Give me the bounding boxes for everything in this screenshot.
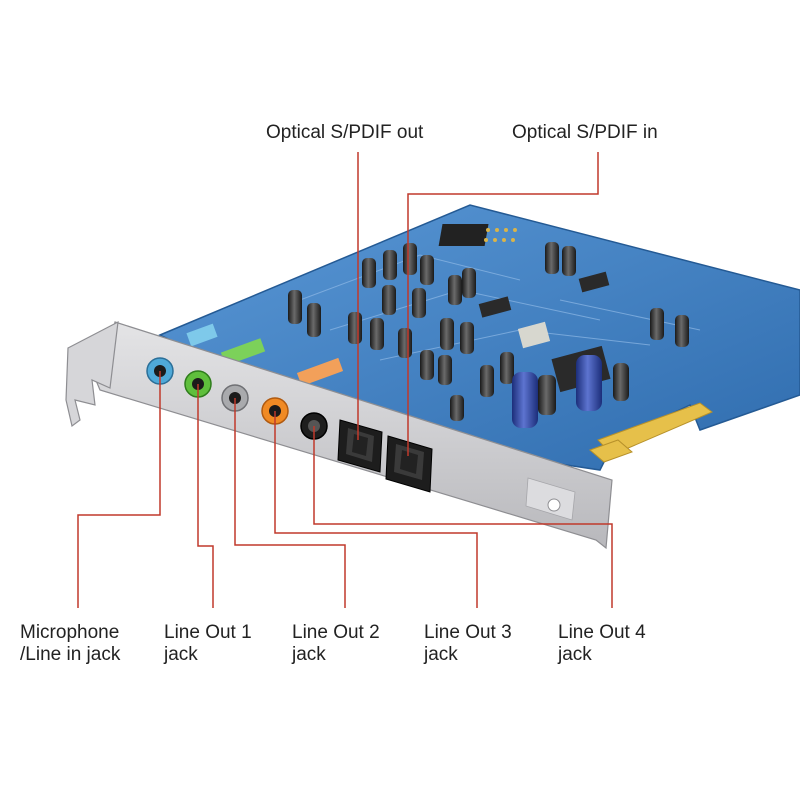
label-line-out-3-line1: Line Out 3 <box>424 622 512 643</box>
label-line-out-1-line1: Line Out 1 <box>164 622 252 643</box>
label-line-out-4-line2: jack <box>558 644 592 665</box>
leader-out4 <box>313 426 613 608</box>
label-line-out-2-line1: Line Out 2 <box>292 622 380 643</box>
label-optical-spdif-in-text: Optical S/PDIF in <box>512 122 658 143</box>
label-optical-spdif-out-text: Optical S/PDIF out <box>266 122 424 143</box>
leader-out2 <box>234 398 346 608</box>
leader-out3 <box>274 411 478 608</box>
label-line-out-3: Line Out 3 jack <box>424 622 512 666</box>
label-optical-spdif-out: Optical S/PDIF out <box>266 122 423 144</box>
label-line-out-4: Line Out 4 jack <box>558 622 646 666</box>
label-line-out-2: Line Out 2 jack <box>292 622 380 666</box>
label-line-out-1-line2: jack <box>164 644 198 665</box>
leader-mic <box>77 371 161 608</box>
label-optical-spdif-in: Optical S/PDIF in <box>512 122 658 144</box>
optical-out-port <box>337 419 383 473</box>
leader-spdif-in <box>407 152 599 456</box>
label-line-out-3-line2: jack <box>424 644 458 665</box>
label-line-out-4-line1: Line Out 4 <box>558 622 646 643</box>
label-microphone-jack: Microphone /Line in jack <box>20 622 120 666</box>
label-microphone-line1: Microphone <box>20 622 120 643</box>
optical-ports <box>337 419 433 493</box>
optical-in-port <box>385 435 433 493</box>
label-line-out-2-line2: jack <box>292 644 326 665</box>
label-microphone-line2: /Line in jack <box>20 644 121 665</box>
leader-lines <box>77 152 613 608</box>
capacitors <box>288 242 689 428</box>
leader-out1 <box>197 384 214 608</box>
label-line-out-1: Line Out 1 jack <box>164 622 252 666</box>
